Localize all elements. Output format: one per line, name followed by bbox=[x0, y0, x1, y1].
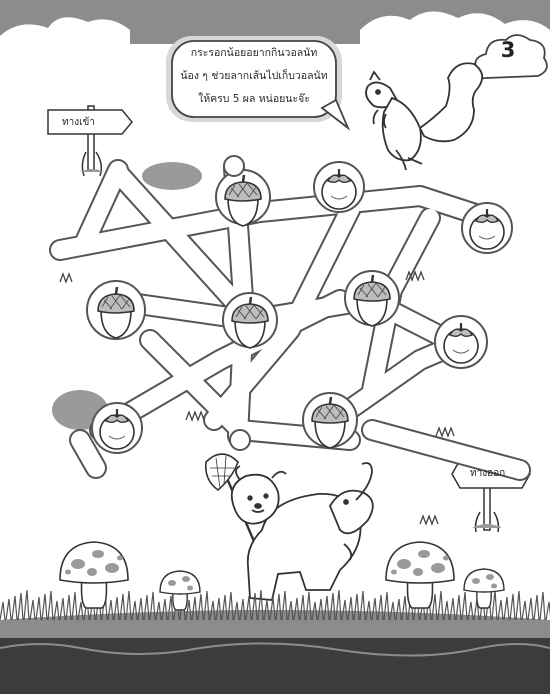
instruction-text: กระรอกน้อยอยากกินวอลนัท น้อง ๆ ช่วยลากเส… bbox=[168, 42, 340, 111]
squirrel-icon bbox=[365, 62, 484, 171]
ground bbox=[0, 610, 550, 694]
mushroom-icon bbox=[463, 568, 505, 609]
page-number: 3 bbox=[500, 38, 516, 62]
signpost-icon bbox=[47, 105, 133, 177]
page-number-cloud bbox=[474, 34, 548, 80]
mushroom-icon bbox=[59, 541, 129, 609]
mushroom-icon bbox=[385, 541, 455, 609]
instruction-line-1: กระรอกน้อยอยากกินวอลนัท bbox=[190, 47, 318, 59]
elephant-icon bbox=[230, 462, 374, 601]
entrance-sign-label: ทางเข้า bbox=[62, 117, 95, 128]
instruction-line-3: ให้ครบ 5 ผล หน่อยนะจ๊ะ bbox=[198, 93, 310, 105]
grass-tuft bbox=[59, 270, 455, 526]
speech-bubble bbox=[166, 36, 351, 131]
exit-sign-label: ทางออก bbox=[470, 468, 506, 479]
instruction-line-2: น้อง ๆ ช่วยลากเส้นไปเก็บวอลนัท bbox=[180, 70, 328, 82]
